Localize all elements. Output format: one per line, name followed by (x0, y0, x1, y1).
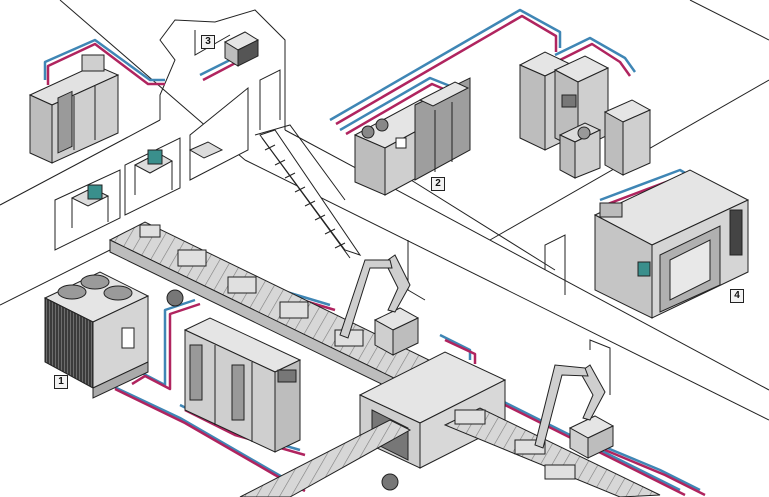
callout-4: 4 (730, 289, 744, 303)
machine-tools-upper (518, 51, 652, 179)
drive-cabinets-2 (353, 77, 471, 196)
office-workstations (70, 141, 224, 228)
conveyor-upper (108, 221, 472, 411)
callout-3: 3 (201, 35, 215, 49)
monitor-unit-3 (223, 31, 260, 67)
control-cabinet-upper (28, 54, 120, 164)
callout-2: 2 (431, 177, 445, 191)
machining-center-4 (593, 169, 750, 319)
robot-arm-upper (339, 254, 420, 356)
staircase (254, 124, 362, 259)
conveyor-lower (239, 407, 661, 497)
drive-cabinets-lower (183, 317, 302, 453)
robot-arm-lower (534, 364, 615, 459)
callout-1: 1 (54, 375, 68, 389)
chiller-unit-1 (43, 271, 150, 399)
